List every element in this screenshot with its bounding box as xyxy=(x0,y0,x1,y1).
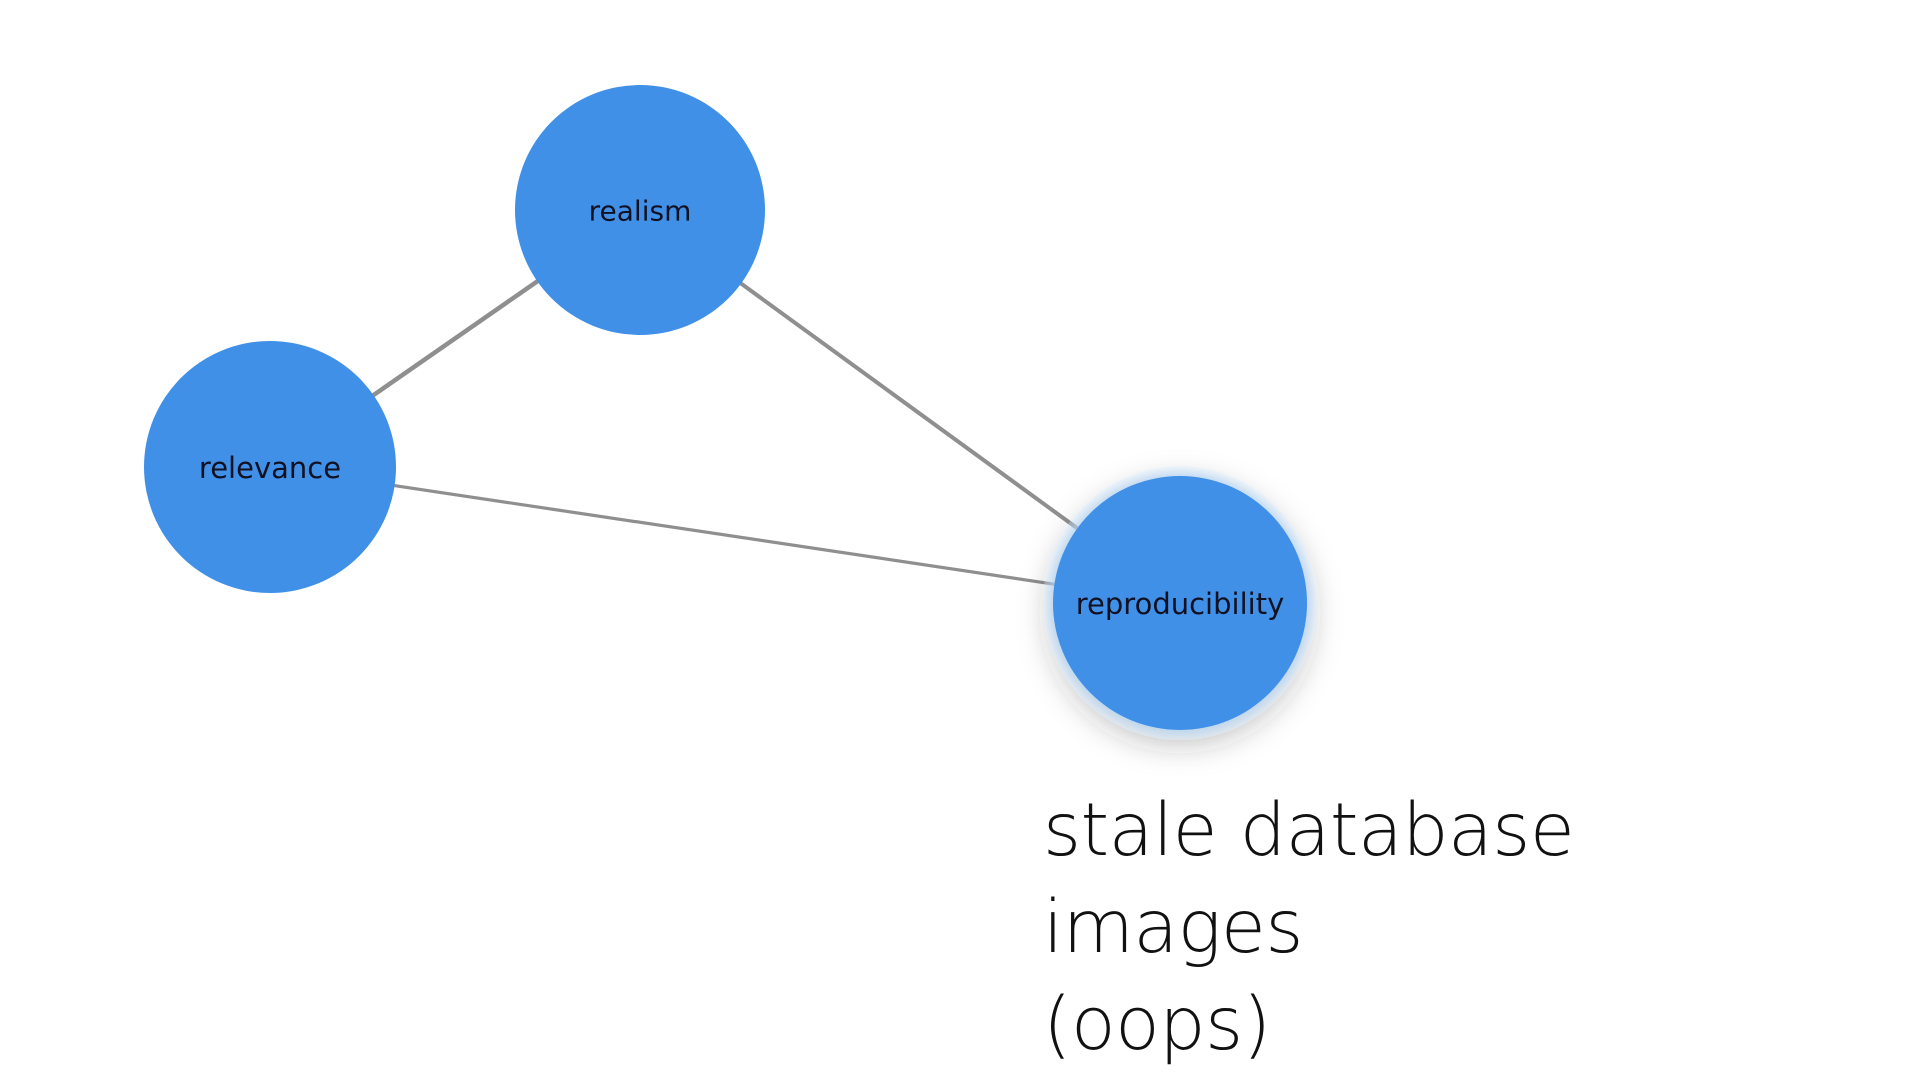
node-circle-realism[interactable] xyxy=(515,85,765,335)
node-label-relevance: relevance xyxy=(199,451,341,485)
edges-layer xyxy=(369,277,1081,587)
graph-edge-realism-reproducibility[interactable] xyxy=(737,280,1081,532)
graph-node-relevance[interactable]: relevance xyxy=(144,341,396,593)
graph-edge-relevance-realism[interactable] xyxy=(369,277,542,399)
graph-node-realism[interactable]: realism xyxy=(515,85,765,335)
node-label-realism: realism xyxy=(589,195,692,228)
graph-edge-relevance-reproducibility[interactable] xyxy=(391,483,1058,587)
node-circle-relevance[interactable] xyxy=(144,341,396,593)
caption-text: stale database images (oops) xyxy=(1043,788,1575,1068)
node-label-reproducibility: reproducibility xyxy=(1076,587,1284,621)
graph-node-reproducibility[interactable]: reproducibility xyxy=(1043,466,1317,740)
nodes-layer: realism relevance reproducibility xyxy=(144,85,1317,740)
node-circle-reproducibility[interactable] xyxy=(1053,476,1307,730)
